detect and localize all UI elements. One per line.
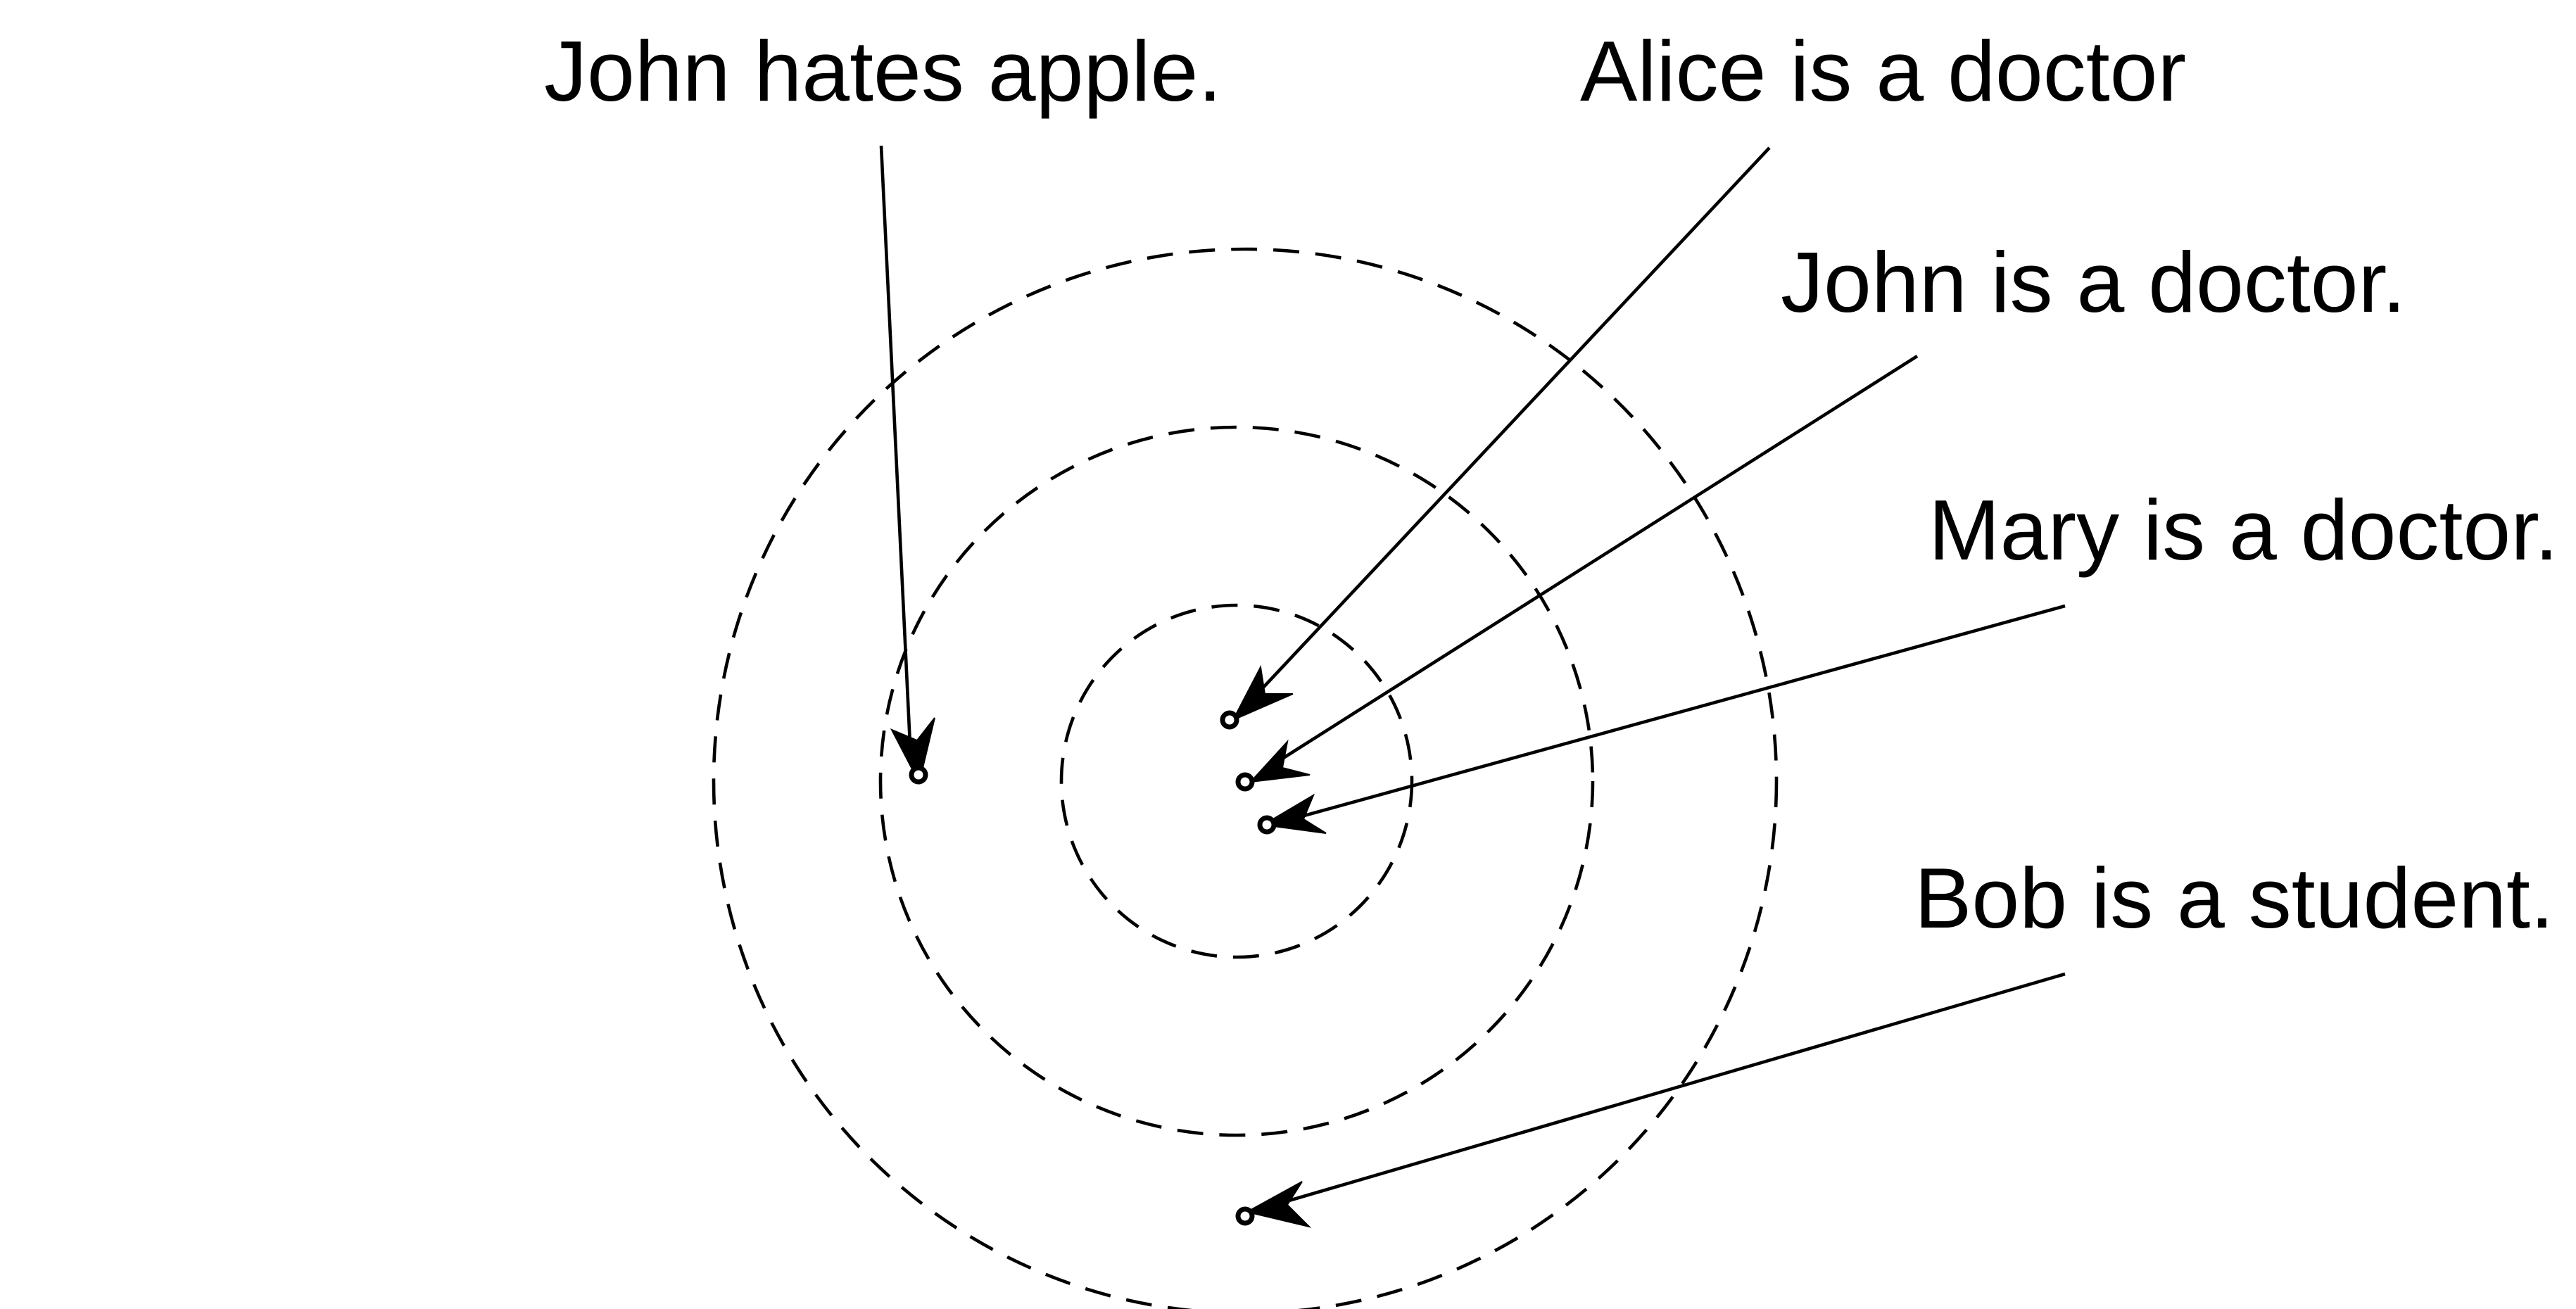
label-john-hates-apple: John hates apple. [544,23,1222,119]
arrowhead-john-is-a-doctor [1249,739,1311,783]
middle-ring [878,425,1595,1137]
label-alice-is-a-doctor: Alice is a doctor [1580,23,2186,119]
pointer-line-john-hates-apple [879,145,912,745]
arrowhead-john-hates-apple [890,717,935,785]
pointer-line-john-is-a-doctor [1275,355,1919,764]
label-mary-is-a-doctor: Mary is a doctor. [1928,482,2558,578]
inner-ring [1059,603,1414,959]
label-john-is-a-doctor: John is a doctor. [1781,234,2406,330]
point-mary-is-a-doctor [1257,815,1277,835]
point-alice-is-a-doctor [1220,710,1239,730]
arrowhead-mary-is-a-doctor [1261,793,1327,834]
arrowhead-bob-is-a-student [1245,1181,1312,1228]
pointer-line-mary-is-a-doctor [1296,604,2066,820]
outer-ring [712,247,1779,1309]
arrowhead-alice-is-a-doctor [1231,664,1294,722]
label-bob-is-a-student: Bob is a student. [1914,850,2554,946]
point-bob-is-a-student [1235,1206,1255,1226]
point-john-hates-apple [909,765,928,785]
pointer-line-alice-is-a-doctor [1258,146,1771,693]
point-john-is-a-doctor [1235,772,1255,792]
pointer-line-bob-is-a-student [1281,972,2066,1205]
